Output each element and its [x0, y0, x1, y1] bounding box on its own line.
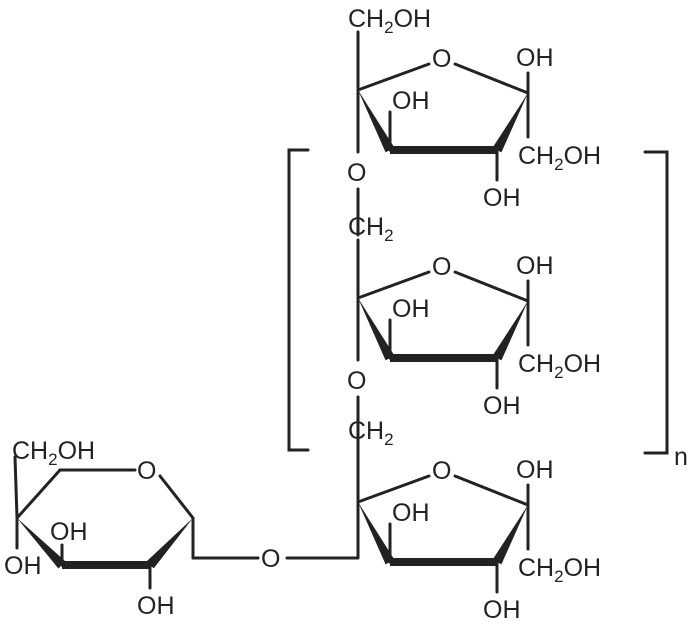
ring-oxygen: O: [432, 253, 451, 281]
hydroxymethyl-label: CH2OH: [348, 5, 431, 37]
ring-oxygen: O: [432, 457, 451, 485]
hydroxyl-label: OH: [392, 499, 430, 527]
hydroxymethyl-label: CH2OH: [12, 437, 95, 469]
bond: [356, 62, 431, 92]
wedge-bond: [492, 301, 528, 361]
hydroxyl-label: OH: [4, 552, 42, 580]
hydroxyl-label: OH: [50, 518, 88, 546]
bond: [13, 455, 19, 520]
methylene-label: CH2: [348, 213, 394, 245]
ring-oxygen: O: [432, 45, 451, 73]
glycosidic-oxygen: O: [347, 367, 366, 395]
hydroxymethyl-label: CH2OH: [518, 142, 601, 174]
glycosidic-oxygen: O: [347, 159, 366, 187]
wedge-bond: [492, 93, 528, 153]
hydroxyl-label: OH: [516, 252, 554, 280]
wedge-bond: [492, 505, 528, 565]
hydroxymethyl-label: CH2OH: [518, 350, 601, 382]
right-bracket: [643, 150, 669, 455]
repeat-count-label: n: [674, 443, 688, 471]
bond: [356, 270, 431, 300]
wedge-bond: [358, 90, 395, 153]
bond: [15, 468, 62, 520]
wedge-bond: [358, 298, 395, 361]
methylene-label: CH2: [348, 417, 394, 449]
hydroxyl-label: OH: [483, 596, 521, 624]
hydroxyl-label: OH: [137, 592, 175, 620]
hydroxyl-label: OH: [516, 44, 554, 72]
wedge-bond: [17, 518, 66, 569]
bond: [453, 270, 530, 303]
hydroxyl-label: OH: [392, 295, 430, 323]
bond: [453, 62, 530, 95]
hydroxyl-label: OH: [483, 184, 521, 212]
bond: [158, 474, 195, 520]
left-bracket: [287, 148, 310, 452]
bond: [356, 474, 431, 504]
hydroxyl-label: OH: [516, 456, 554, 484]
bond: [453, 474, 530, 507]
wedge-bond: [358, 502, 395, 565]
hydroxyl-label: OH: [483, 392, 521, 420]
hydroxymethyl-label: CH2OH: [518, 554, 601, 586]
wedge-bond: [146, 518, 193, 569]
glycosidic-oxygen: O: [261, 545, 280, 573]
ring-oxygen: O: [137, 457, 156, 485]
hydroxyl-label: OH: [392, 87, 430, 115]
